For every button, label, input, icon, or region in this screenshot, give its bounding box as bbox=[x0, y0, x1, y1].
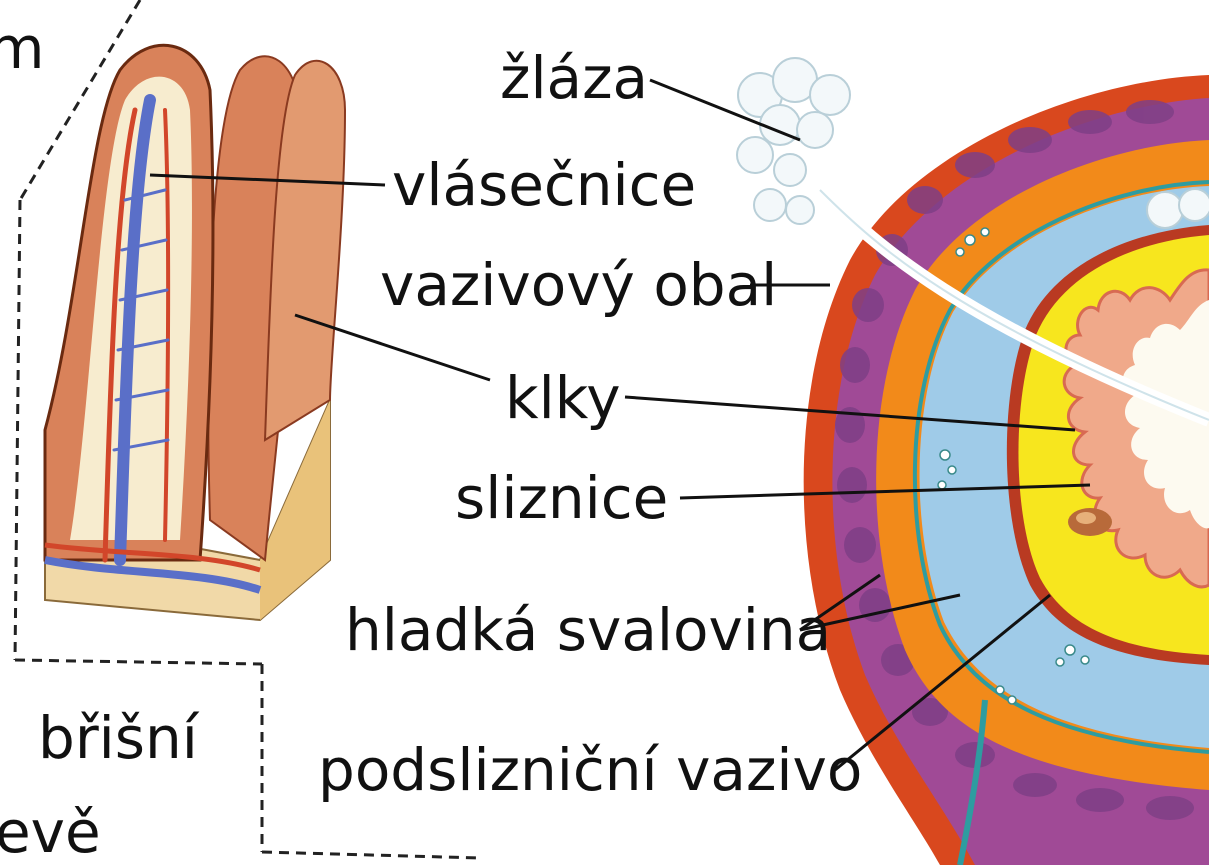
label-vazivovy-obal: vazivový obal bbox=[380, 251, 777, 319]
lymph-node-highlight bbox=[1076, 512, 1096, 524]
label-hladka-svalovina: hladká svalovina bbox=[345, 596, 831, 664]
label-sliznice: sliznice bbox=[455, 464, 668, 532]
label-brisni: břišní bbox=[38, 704, 200, 772]
villi-illustration bbox=[45, 45, 345, 620]
label-klky: klky bbox=[505, 364, 621, 432]
label-neve: evě bbox=[0, 798, 101, 865]
label-vlasecnice: vlásečnice bbox=[392, 151, 696, 219]
label-podslizn-vazivo: podslizniční vazivo bbox=[318, 736, 862, 804]
label-fragment-m: m bbox=[0, 14, 45, 82]
label-zlaza: žláza bbox=[500, 44, 648, 112]
